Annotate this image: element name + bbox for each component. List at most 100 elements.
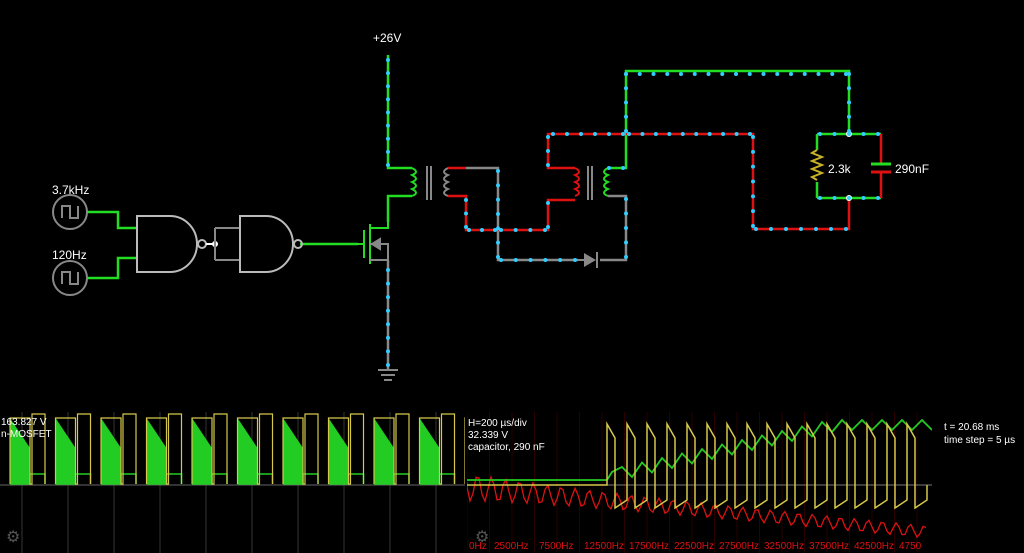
current-dot bbox=[496, 255, 500, 259]
transformer-2[interactable] bbox=[572, 166, 611, 200]
current-dot bbox=[694, 132, 699, 136]
current-dot bbox=[832, 196, 837, 200]
scope-1-trace bbox=[283, 418, 303, 484]
current-dot bbox=[847, 132, 851, 136]
current-dot bbox=[624, 100, 628, 105]
frequency-tick-label: 37500Hz bbox=[809, 541, 850, 552]
current-dot bbox=[593, 132, 597, 136]
wire[interactable] bbox=[87, 256, 137, 280]
n-mosfet[interactable] bbox=[358, 222, 389, 264]
current-dot bbox=[751, 179, 755, 184]
current-dot bbox=[513, 258, 518, 262]
current-dot bbox=[784, 227, 788, 231]
frequency-tick-label: 42500Hz bbox=[854, 541, 895, 552]
scope-mosfet[interactable]: 163.827 V n-MOSFET ⚙ bbox=[0, 412, 465, 553]
current-dot bbox=[679, 72, 683, 76]
frequency-tick-label: 32500Hz bbox=[764, 541, 805, 552]
current-dot bbox=[861, 132, 866, 136]
circuit-canvas[interactable] bbox=[0, 0, 1024, 410]
square-source-1[interactable] bbox=[52, 194, 88, 230]
scope-1-trace-yellow bbox=[100, 413, 137, 485]
current-dot bbox=[720, 72, 725, 76]
scope-1-trace bbox=[101, 418, 121, 484]
current-dot bbox=[651, 72, 656, 76]
current-dot bbox=[761, 72, 766, 76]
scope-1-trace-yellow bbox=[373, 413, 410, 485]
current-dot bbox=[513, 228, 518, 232]
current-dot bbox=[667, 132, 672, 136]
wire[interactable] bbox=[546, 132, 626, 170]
resistor-label: 2.3k bbox=[828, 162, 851, 176]
current-dot bbox=[861, 196, 866, 200]
current-dot bbox=[734, 132, 739, 136]
current-dot bbox=[624, 240, 628, 245]
capacitor[interactable] bbox=[871, 162, 891, 174]
current-dot bbox=[751, 209, 755, 214]
current-dot bbox=[748, 132, 752, 136]
current-dot bbox=[624, 86, 628, 91]
wire[interactable] bbox=[87, 210, 137, 230]
current-dot bbox=[528, 258, 533, 262]
current-dot bbox=[496, 226, 500, 231]
time-step: time step = 5 µs bbox=[944, 435, 1016, 446]
current-dot bbox=[493, 228, 497, 232]
ground-symbol[interactable] bbox=[378, 369, 398, 381]
current-dot bbox=[546, 201, 550, 205]
wire[interactable] bbox=[498, 198, 575, 232]
frequency-tick-label: 0Hz bbox=[469, 541, 487, 552]
frequency-tick-label: 2500Hz bbox=[494, 541, 529, 552]
scope-1-trace bbox=[419, 418, 440, 484]
scope-1-trace-yellow bbox=[327, 413, 365, 485]
wire[interactable] bbox=[214, 227, 240, 261]
wire[interactable] bbox=[466, 166, 578, 262]
frequency-tick-label: 17500Hz bbox=[629, 541, 670, 552]
current-dot bbox=[624, 226, 628, 230]
wire[interactable] bbox=[448, 166, 498, 232]
current-dot bbox=[496, 212, 500, 216]
frequency-tick-label: 7500Hz bbox=[539, 541, 574, 552]
scope-1-trace-yellow bbox=[282, 413, 319, 485]
wire[interactable] bbox=[626, 132, 851, 231]
current-dot bbox=[624, 129, 628, 133]
current-dot bbox=[386, 110, 390, 115]
current-dot bbox=[847, 196, 851, 200]
current-dot bbox=[546, 149, 550, 153]
scope-1-trace-yellow bbox=[191, 413, 228, 485]
current-dot bbox=[624, 197, 628, 201]
wire[interactable] bbox=[386, 194, 412, 222]
current-dot bbox=[546, 135, 550, 139]
wire[interactable] bbox=[600, 194, 628, 262]
current-dot bbox=[386, 281, 390, 286]
current-dot bbox=[386, 123, 390, 128]
current-dot bbox=[751, 224, 755, 228]
scope-capacitor[interactable]: H=200 µs/div 32.339 V capacitor, 290 nF … bbox=[467, 412, 932, 553]
transformer-1[interactable] bbox=[409, 166, 451, 200]
current-dot bbox=[814, 227, 818, 231]
current-dot bbox=[464, 198, 468, 202]
square-source-2[interactable] bbox=[52, 260, 88, 296]
scope-1-trace-yellow bbox=[54, 413, 92, 485]
current-dot bbox=[775, 72, 780, 76]
gear-icon[interactable]: ⚙ bbox=[6, 529, 21, 546]
resistor[interactable] bbox=[809, 149, 825, 181]
scope-1-trace bbox=[374, 418, 394, 484]
scope-1-trace bbox=[328, 418, 349, 484]
frequency-tick-label: 27500Hz bbox=[719, 541, 760, 552]
scope-2-trace-yellow bbox=[467, 421, 928, 510]
current-dot bbox=[464, 225, 468, 229]
current-dot bbox=[607, 132, 611, 136]
current-dot bbox=[818, 196, 822, 200]
current-dot bbox=[464, 211, 468, 216]
diode[interactable] bbox=[578, 252, 598, 268]
current-dot bbox=[386, 71, 390, 76]
wire[interactable] bbox=[386, 55, 412, 170]
wire[interactable] bbox=[608, 69, 851, 170]
current-dot bbox=[496, 183, 500, 188]
current-dot bbox=[847, 100, 851, 105]
current-dot bbox=[789, 72, 793, 76]
current-dot bbox=[386, 84, 390, 89]
gear-icon[interactable]: ⚙ bbox=[475, 529, 490, 546]
nand-gate-1[interactable] bbox=[136, 215, 207, 273]
current-dot bbox=[386, 363, 390, 367]
nand-gate-2[interactable] bbox=[239, 215, 303, 273]
